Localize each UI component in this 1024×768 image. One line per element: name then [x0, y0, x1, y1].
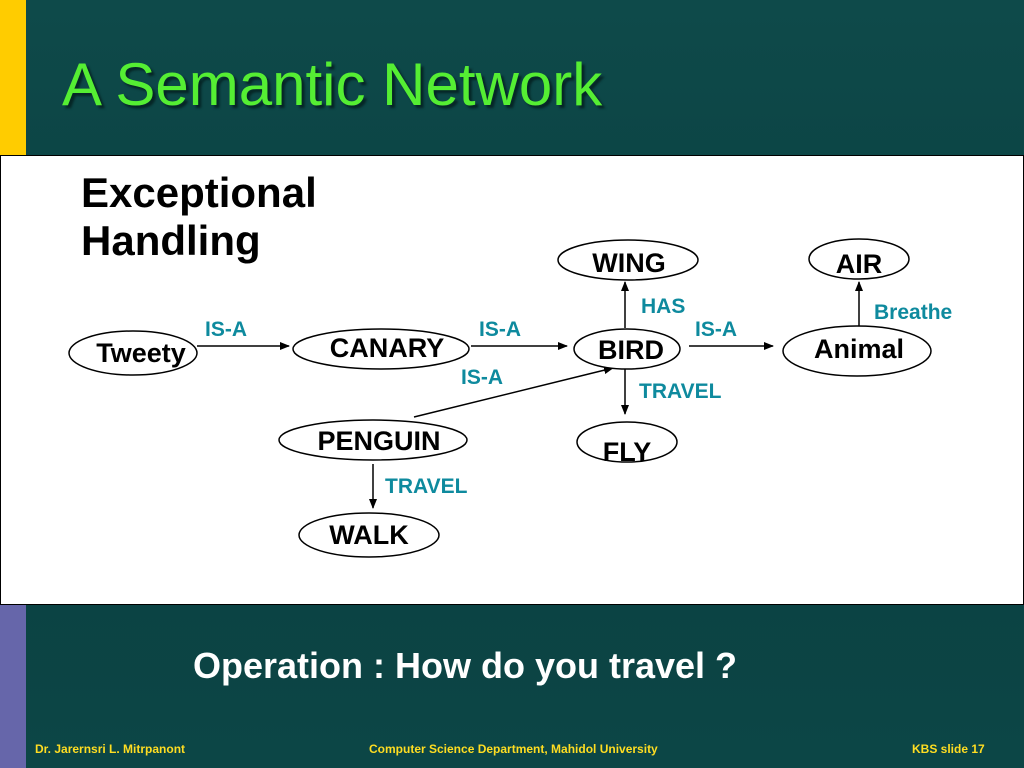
node-penguin: PENGUIN [278, 419, 468, 461]
operation-question: Operation : How do you travel ? [193, 645, 738, 686]
edge-label: IS-A [461, 366, 503, 389]
edge-animal-air: Breathe [855, 281, 952, 328]
semantic-network-diagram: IS-A IS-A IS-A HAS TRAVEL Breathe IS-A [68, 238, 952, 558]
node-bird: BIRD [573, 328, 681, 370]
node-label: CANARY [330, 333, 445, 363]
node-walk: WALK [298, 512, 440, 558]
heading-line-1: Exceptional [81, 169, 317, 216]
edge-label: TRAVEL [385, 475, 468, 498]
node-animal: Animal [782, 325, 932, 377]
slide-title: A Semantic Network [62, 51, 603, 118]
edge-tweety-canary: IS-A [197, 318, 290, 350]
footer-department: Computer Science Department, Mahidol Uni… [369, 742, 658, 756]
node-label: PENGUIN [317, 426, 440, 456]
edge-label: HAS [641, 295, 685, 318]
edge-penguin-walk: TRAVEL [369, 464, 468, 509]
node-wing: WING [557, 239, 699, 281]
node-tweety: Tweety [68, 330, 198, 376]
edge-bird-fly: TRAVEL [621, 368, 722, 415]
edge-canary-bird: IS-A [471, 318, 568, 350]
footer-author: Dr. Jarernsri L. Mitrpanont [35, 742, 186, 756]
edge-penguin-bird: IS-A [413, 366, 614, 418]
node-label: AIR [836, 249, 883, 279]
node-label: WING [592, 248, 666, 278]
edge-label: TRAVEL [639, 380, 722, 403]
node-canary: CANARY [292, 328, 470, 370]
diagram-panel: Exceptional Handling IS-A IS-A IS-A HAS [0, 155, 1024, 605]
edge-label: Breathe [874, 301, 952, 324]
footer-slide-number: KBS slide 17 [912, 742, 985, 756]
node-label: BIRD [598, 335, 664, 365]
edge-label: IS-A [695, 318, 737, 341]
edge-label: IS-A [205, 318, 247, 341]
edge-bird-animal: IS-A [689, 318, 774, 350]
accent-bar-top [0, 0, 26, 155]
node-air: AIR [808, 238, 910, 280]
section-heading: Exceptional Handling [81, 169, 317, 265]
accent-bar-bottom [0, 605, 26, 768]
edge-label: IS-A [479, 318, 521, 341]
node-label: Animal [814, 334, 904, 364]
edge-bird-wing: HAS [621, 281, 685, 328]
heading-line-2: Handling [81, 217, 261, 264]
node-label: Tweety [96, 338, 186, 368]
node-fly: FLY [576, 421, 678, 467]
node-label: FLY [603, 437, 652, 467]
node-label: WALK [329, 520, 409, 550]
